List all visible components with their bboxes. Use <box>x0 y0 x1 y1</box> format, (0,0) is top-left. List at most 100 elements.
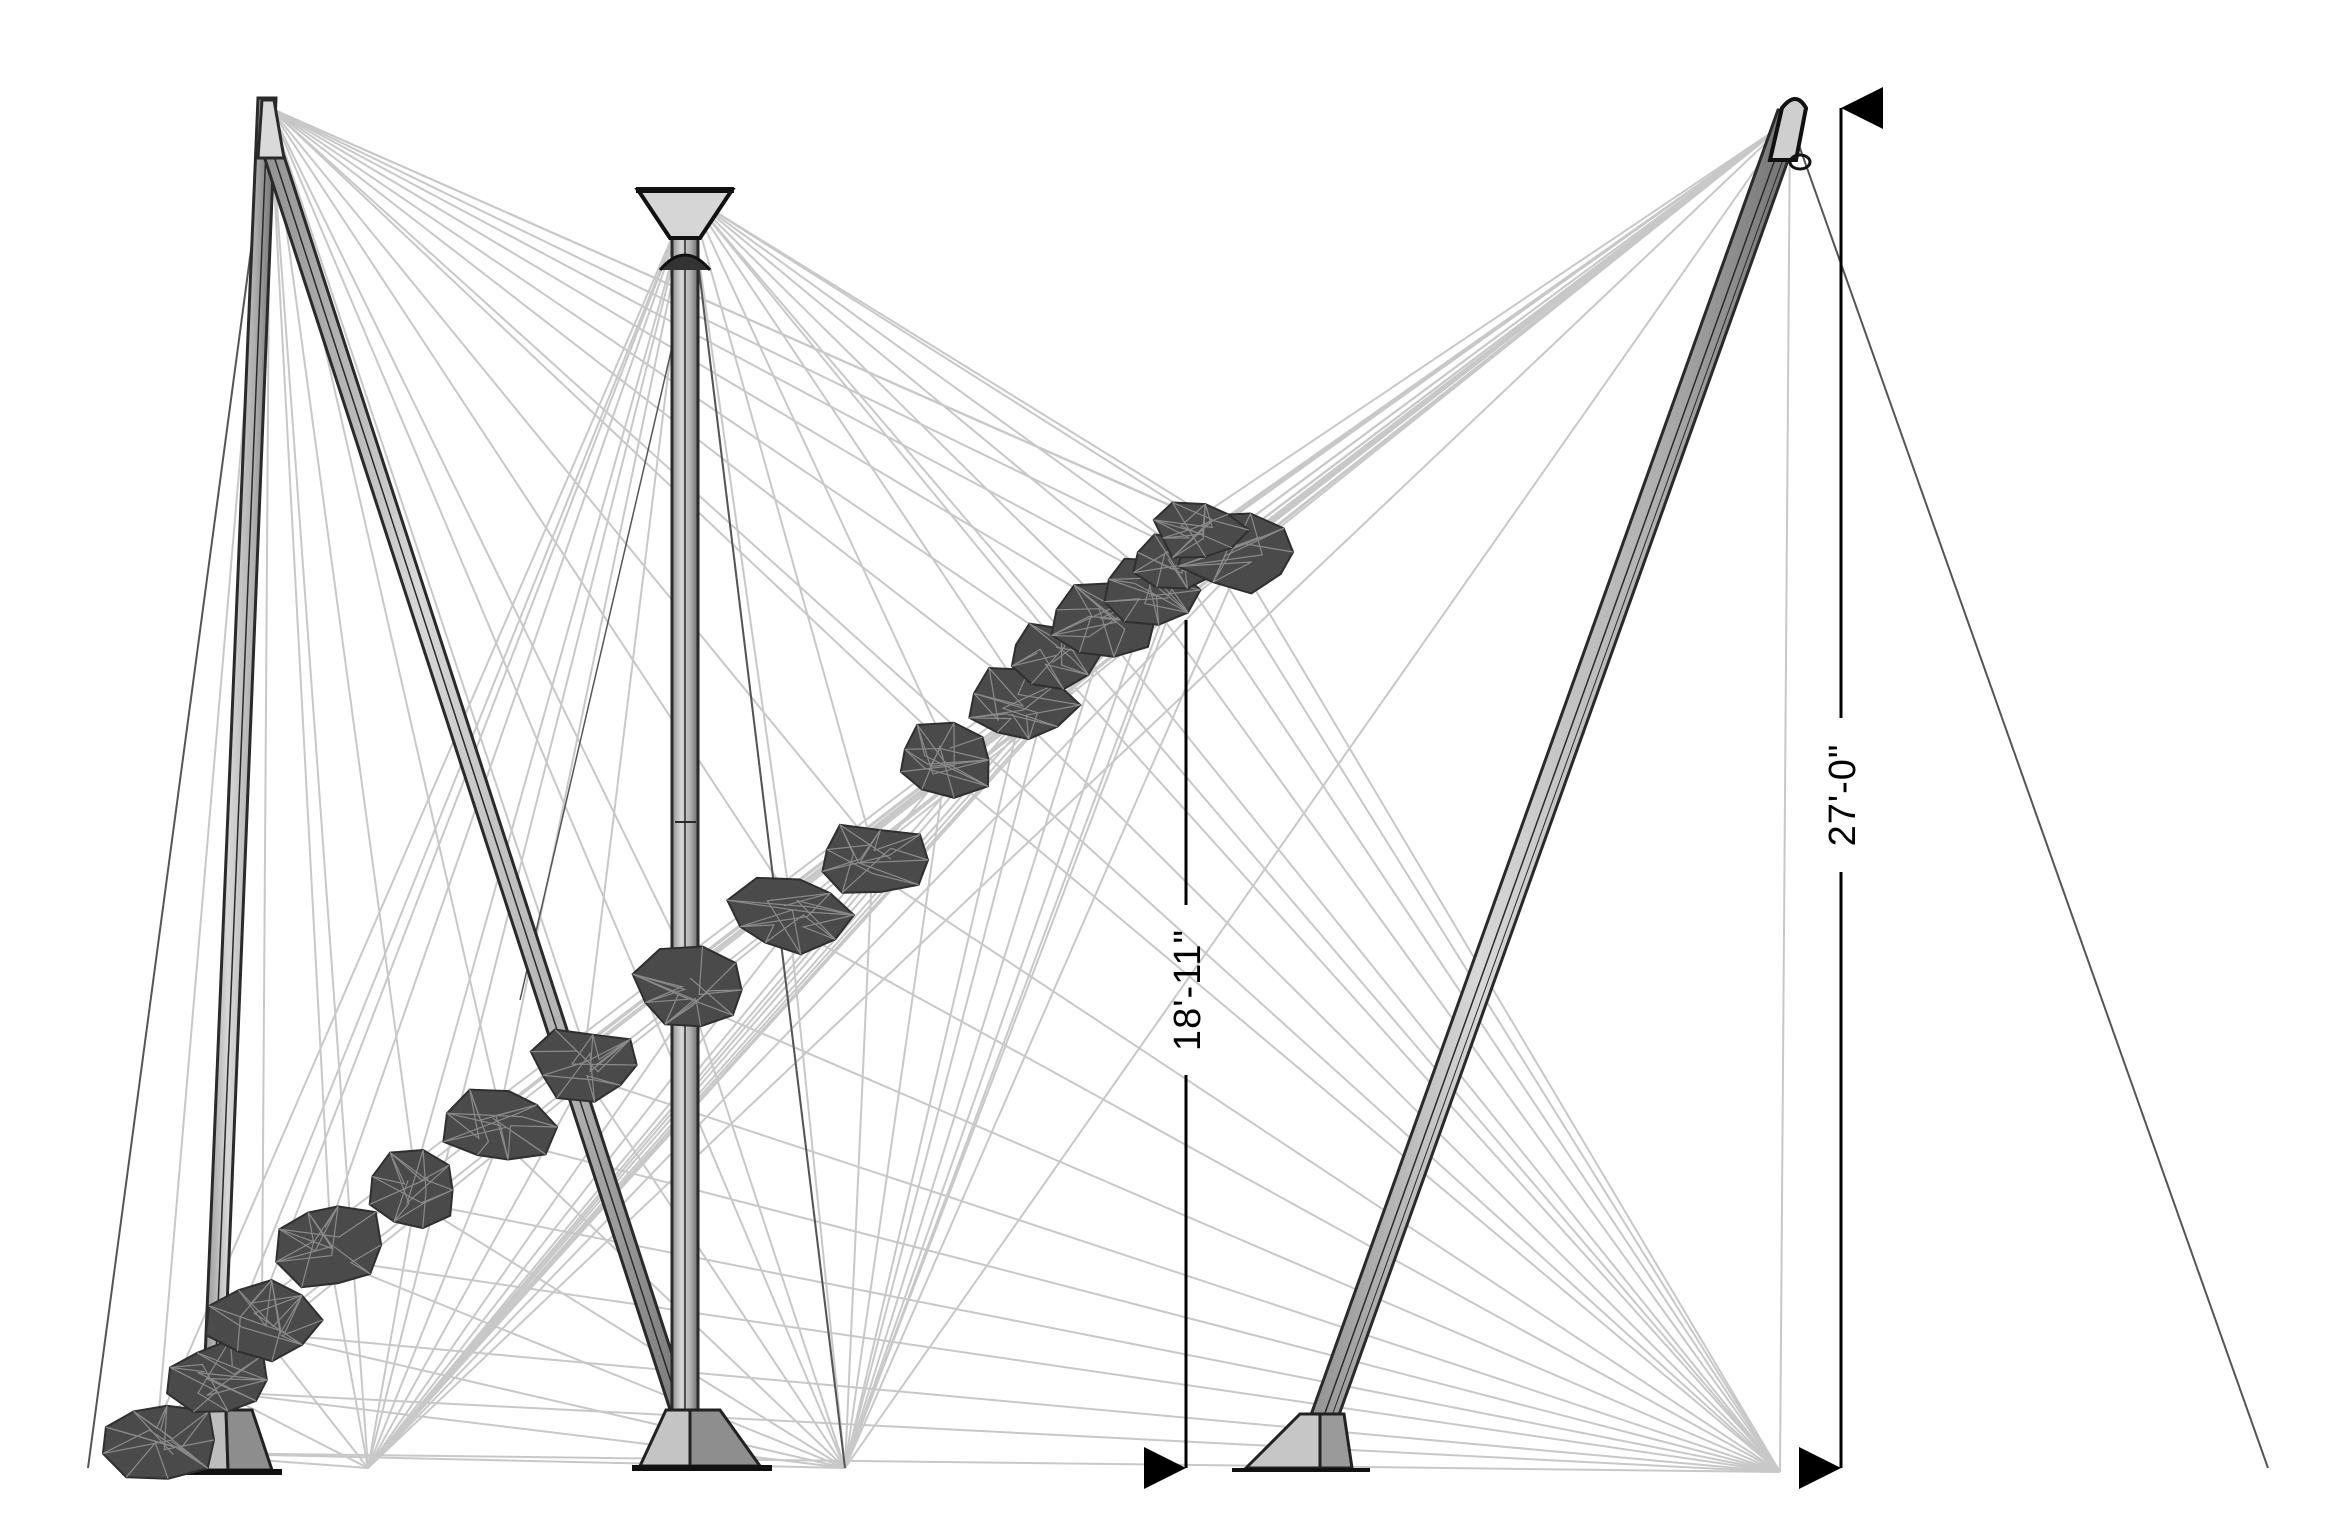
cable-line <box>157 195 691 1424</box>
rock-facet <box>530 1050 578 1053</box>
cable-line <box>269 107 1181 551</box>
rock-facet <box>1167 558 1188 589</box>
cable-line <box>844 563 1241 1469</box>
rock-facet <box>586 1075 621 1102</box>
rock-facet <box>841 847 929 894</box>
cable-line <box>367 119 1791 1469</box>
cable-line <box>844 119 1791 1469</box>
cable-line <box>219 1391 1781 1473</box>
cable-line <box>689 195 1781 1473</box>
cable-line <box>261 1332 846 1469</box>
cable-line <box>1779 119 1791 1473</box>
rock-facet <box>133 1411 174 1455</box>
rock-facet <box>393 1189 453 1223</box>
cable-line <box>414 1201 1781 1473</box>
rock-facet <box>102 1429 209 1469</box>
rock <box>1152 501 1251 559</box>
rock-facet <box>969 717 1013 733</box>
rock-facet <box>1001 682 1058 728</box>
cable-line <box>269 107 1021 690</box>
cable-line <box>689 195 1151 578</box>
rock-facet <box>446 1089 480 1140</box>
rock-facet <box>276 1206 339 1263</box>
rock-facet <box>238 1280 273 1328</box>
rock-facet <box>973 667 999 722</box>
cable-line <box>261 1332 1781 1473</box>
rock-facet <box>197 1352 267 1381</box>
rock-facet <box>169 1366 205 1373</box>
rock-facet <box>1011 654 1057 667</box>
rock-facet <box>1056 608 1115 657</box>
rock-facet <box>1153 503 1214 529</box>
rock-facet <box>921 744 955 798</box>
rock-facet <box>406 1149 450 1205</box>
rock-facet <box>446 1112 558 1128</box>
cable-line <box>329 195 691 1227</box>
center-base-plate <box>632 1408 772 1471</box>
cable-line <box>269 107 1151 578</box>
rock-facet <box>698 946 742 996</box>
cable-line <box>269 107 1199 519</box>
rock-height-label: 18'-11" <box>1167 929 1209 1051</box>
cable-line <box>269 107 873 846</box>
rock-facet <box>727 899 854 916</box>
cable-line <box>269 107 791 900</box>
cable-line <box>329 1258 846 1469</box>
rock <box>275 1205 383 1289</box>
cable-line <box>329 1258 1781 1473</box>
cable-line <box>367 563 1241 1469</box>
rock-facet <box>727 899 854 916</box>
right-base-plate <box>1232 1412 1370 1472</box>
rock-facet <box>1178 513 1264 568</box>
rock-facet <box>159 1405 209 1469</box>
rock-facet <box>826 849 919 886</box>
cable-line <box>1179 119 1791 551</box>
cable-line <box>367 1138 501 1469</box>
cable-line <box>1239 119 1791 537</box>
rock-facet <box>495 1104 537 1160</box>
cable-line <box>519 269 691 1001</box>
rock-facet <box>208 1295 303 1334</box>
rock-facet <box>1233 513 1284 550</box>
rock-facet <box>1108 578 1160 625</box>
cable-line <box>689 195 946 746</box>
rock-facet <box>1011 648 1065 690</box>
rock-facet <box>973 667 1025 707</box>
rock-facet <box>372 1152 406 1185</box>
cable-line <box>269 107 1056 643</box>
rock-facet <box>333 1246 371 1275</box>
rock-facet <box>389 1152 410 1222</box>
rock-body <box>899 721 990 799</box>
cable-line <box>87 107 271 1469</box>
suspended-rocks <box>101 501 1295 1480</box>
cable-line <box>844 716 1021 1469</box>
rock-facet <box>1044 663 1089 690</box>
cable-line <box>689 195 1181 551</box>
rock-facet <box>270 1280 303 1336</box>
dimension-mast-height: 27'-0" <box>1799 87 1883 1489</box>
rock <box>899 721 990 799</box>
cable-line <box>844 599 1151 1469</box>
rock-facet <box>389 1152 453 1191</box>
rock-facet <box>554 1029 631 1073</box>
cable-line <box>844 664 1056 1469</box>
rock-facet <box>916 724 989 787</box>
cable-line <box>499 1138 1781 1473</box>
cable-line <box>689 195 1021 690</box>
cable-line <box>269 107 416 1175</box>
rock-facet <box>904 748 989 787</box>
cable-line <box>367 664 1056 1469</box>
rock-facet <box>443 1104 538 1143</box>
rock <box>442 1088 559 1161</box>
rock-facet <box>1178 561 1252 583</box>
cable-line <box>1197 538 1781 1473</box>
cable-line <box>689 195 873 846</box>
rock-facet <box>664 993 734 1025</box>
rock <box>368 1149 454 1230</box>
rock-facet <box>1148 589 1201 597</box>
cable-line <box>219 195 691 1365</box>
rock <box>101 1404 216 1480</box>
rock-facet <box>1029 623 1089 676</box>
rock-facet <box>236 1279 273 1352</box>
rock-facet <box>276 1212 334 1263</box>
